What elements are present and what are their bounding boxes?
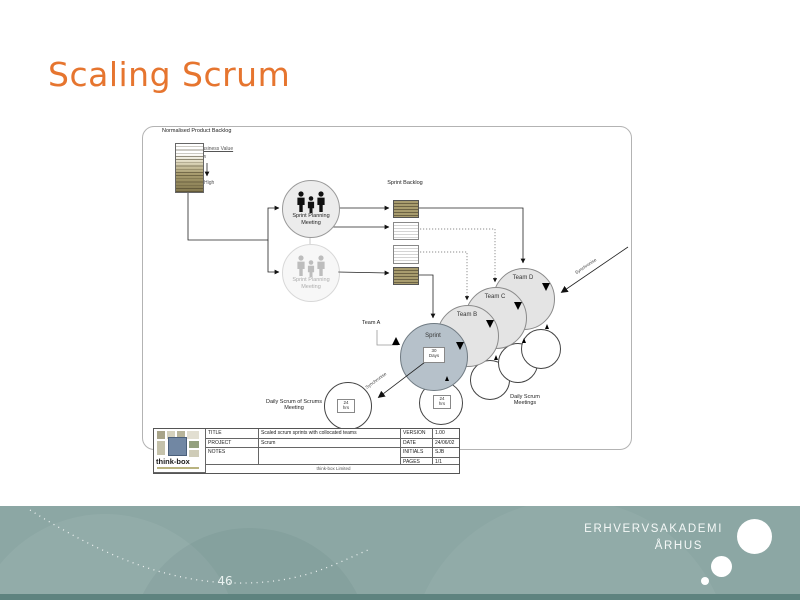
team-d-rotation-arrow-icon (542, 283, 550, 291)
sprint-duration-box: 30 Days (423, 347, 445, 363)
daily-cycle-value: 24 (439, 396, 445, 401)
team-c-label: Team C (484, 294, 506, 300)
sprint-planning-meeting-circle-faded: Sprint Planning Meeting (282, 244, 340, 302)
sprint-backlog-stack-2 (393, 222, 419, 240)
daily-label-line1: Daily Scrum (510, 394, 540, 400)
sprint-label: Sprint (425, 333, 441, 339)
footer-band: 46 ERHVERVSAKADEMI ÅRHUS (0, 506, 800, 594)
people-icon (297, 191, 325, 214)
scrum-of-scrums-label: Daily Scrum of Scrums Meeting (262, 399, 326, 412)
field-value-project: Scrum (259, 438, 401, 448)
thinkbox-logo-text: think-box (156, 457, 190, 466)
team-a-label: Team A (362, 320, 381, 326)
sprint-planning-meeting-circle: Sprint Planning Meeting (282, 180, 340, 238)
brand-circle-large-icon (737, 519, 772, 554)
daily-b-rotation-arrow-icon (494, 355, 498, 360)
product-backlog-title: Normalised Product Backlog (162, 128, 232, 134)
sos-cycle-value: 24 (343, 400, 349, 405)
meta-value-pages: 1/1 (433, 458, 459, 465)
sprint-backlog-stack-3 (393, 245, 419, 264)
sprint-backlog-stack-4 (393, 267, 419, 285)
spm-label-line2: Meeting (301, 220, 321, 226)
team-d-label: Team D (512, 275, 534, 281)
daily-cycle-box: 24 hrs (433, 395, 451, 409)
team-b-label: Team B (456, 312, 478, 318)
daily-scrum-circle-d (521, 329, 561, 369)
people-icon-faded (297, 255, 325, 278)
scrum-diagram: Normalised Product Backlog Business Valu… (142, 123, 634, 474)
brand-line1: ERHVERVSAKADEMI (584, 523, 723, 535)
meta-value-initials: SJB (433, 448, 459, 458)
daily-d-rotation-arrow-icon (545, 324, 549, 329)
thinkbox-logo-mosaic-icon (157, 431, 201, 457)
sprint-rotation-arrow-up-icon (392, 337, 400, 345)
meta-label-version: VERSION (401, 429, 433, 439)
sprint-backlog-stack-1 (393, 200, 419, 218)
sos-cycle-box: 24 hrs (337, 399, 355, 413)
spm-faded-line1: Sprint Planning (292, 277, 330, 284)
field-label-project: PROJECT (206, 438, 259, 448)
daily-cycle-unit: hrs (438, 401, 446, 406)
sprint-duration-unit: Days (428, 353, 440, 358)
product-backlog-stack (175, 143, 204, 193)
field-label-notes: NOTES (206, 448, 259, 465)
team-c-rotation-arrow-icon (514, 302, 522, 310)
diagram-frame (142, 126, 632, 450)
sos-cycle-unit: hrs (342, 405, 350, 410)
team-b-rotation-arrow-icon (486, 320, 494, 328)
thinkbox-logo-tagline (157, 467, 199, 469)
sos-label-line2: Meeting (284, 405, 304, 412)
daily-a-rotation-arrow-icon (445, 376, 449, 381)
brand-circle-small-icon (701, 577, 709, 585)
meta-label-initials: INITIALS (401, 448, 433, 458)
daily-label-line2: Meetings (513, 400, 537, 407)
brand-circle-medium-icon (711, 556, 732, 577)
meta-label-pages: PAGES (401, 457, 433, 465)
meta-value-version: 1.00 (433, 429, 459, 439)
sos-label-line1: Daily Scrum of Scrums (266, 399, 322, 405)
sprint-backlog-label: Sprint Backlog (387, 180, 423, 186)
title-block: think-box TITLE Scaled scrum sprints wit… (153, 428, 460, 474)
business-value-label: Business Value (199, 146, 234, 152)
footer-bottom-strip (0, 594, 800, 600)
brand-line2: ÅRHUS (654, 539, 703, 552)
daily-scrum-label: Daily Scrum Meetings (493, 394, 557, 407)
page-title: Scaling Scrum (48, 55, 291, 94)
sprint-duration-value: 30 (431, 348, 437, 353)
meta-label-date: DATE (401, 438, 433, 448)
sprint-rotation-arrow-down-icon (456, 342, 464, 350)
spm-label-line1: Sprint Planning (292, 213, 330, 220)
meta-value-date: 24/06/02 (433, 439, 459, 448)
brand-logo: ERHVERVSAKADEMI ÅRHUS (584, 523, 723, 552)
titleblock-copyright: think-box Limited (316, 466, 351, 471)
high-label: High (204, 180, 215, 186)
spm-faded-line2: Meeting (301, 284, 321, 290)
field-value-title: Scaled scrum sprints with collocated tea… (259, 429, 401, 439)
field-value-notes (259, 448, 401, 465)
field-label-title: TITLE (206, 429, 259, 439)
page-number: 46 (217, 574, 233, 588)
daily-c-rotation-arrow-icon (522, 338, 526, 343)
thinkbox-logo: think-box (154, 429, 206, 473)
